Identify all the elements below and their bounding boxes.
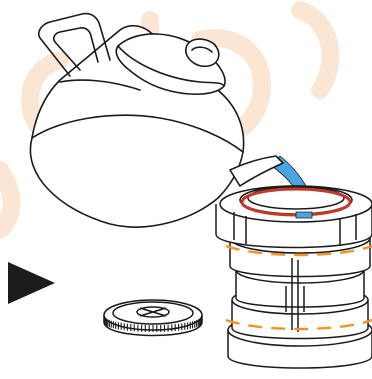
water-inside [296, 212, 312, 218]
stacked-container-icon [216, 186, 372, 368]
screw-cap-icon [104, 300, 202, 336]
play-triangle-icon [8, 262, 55, 304]
